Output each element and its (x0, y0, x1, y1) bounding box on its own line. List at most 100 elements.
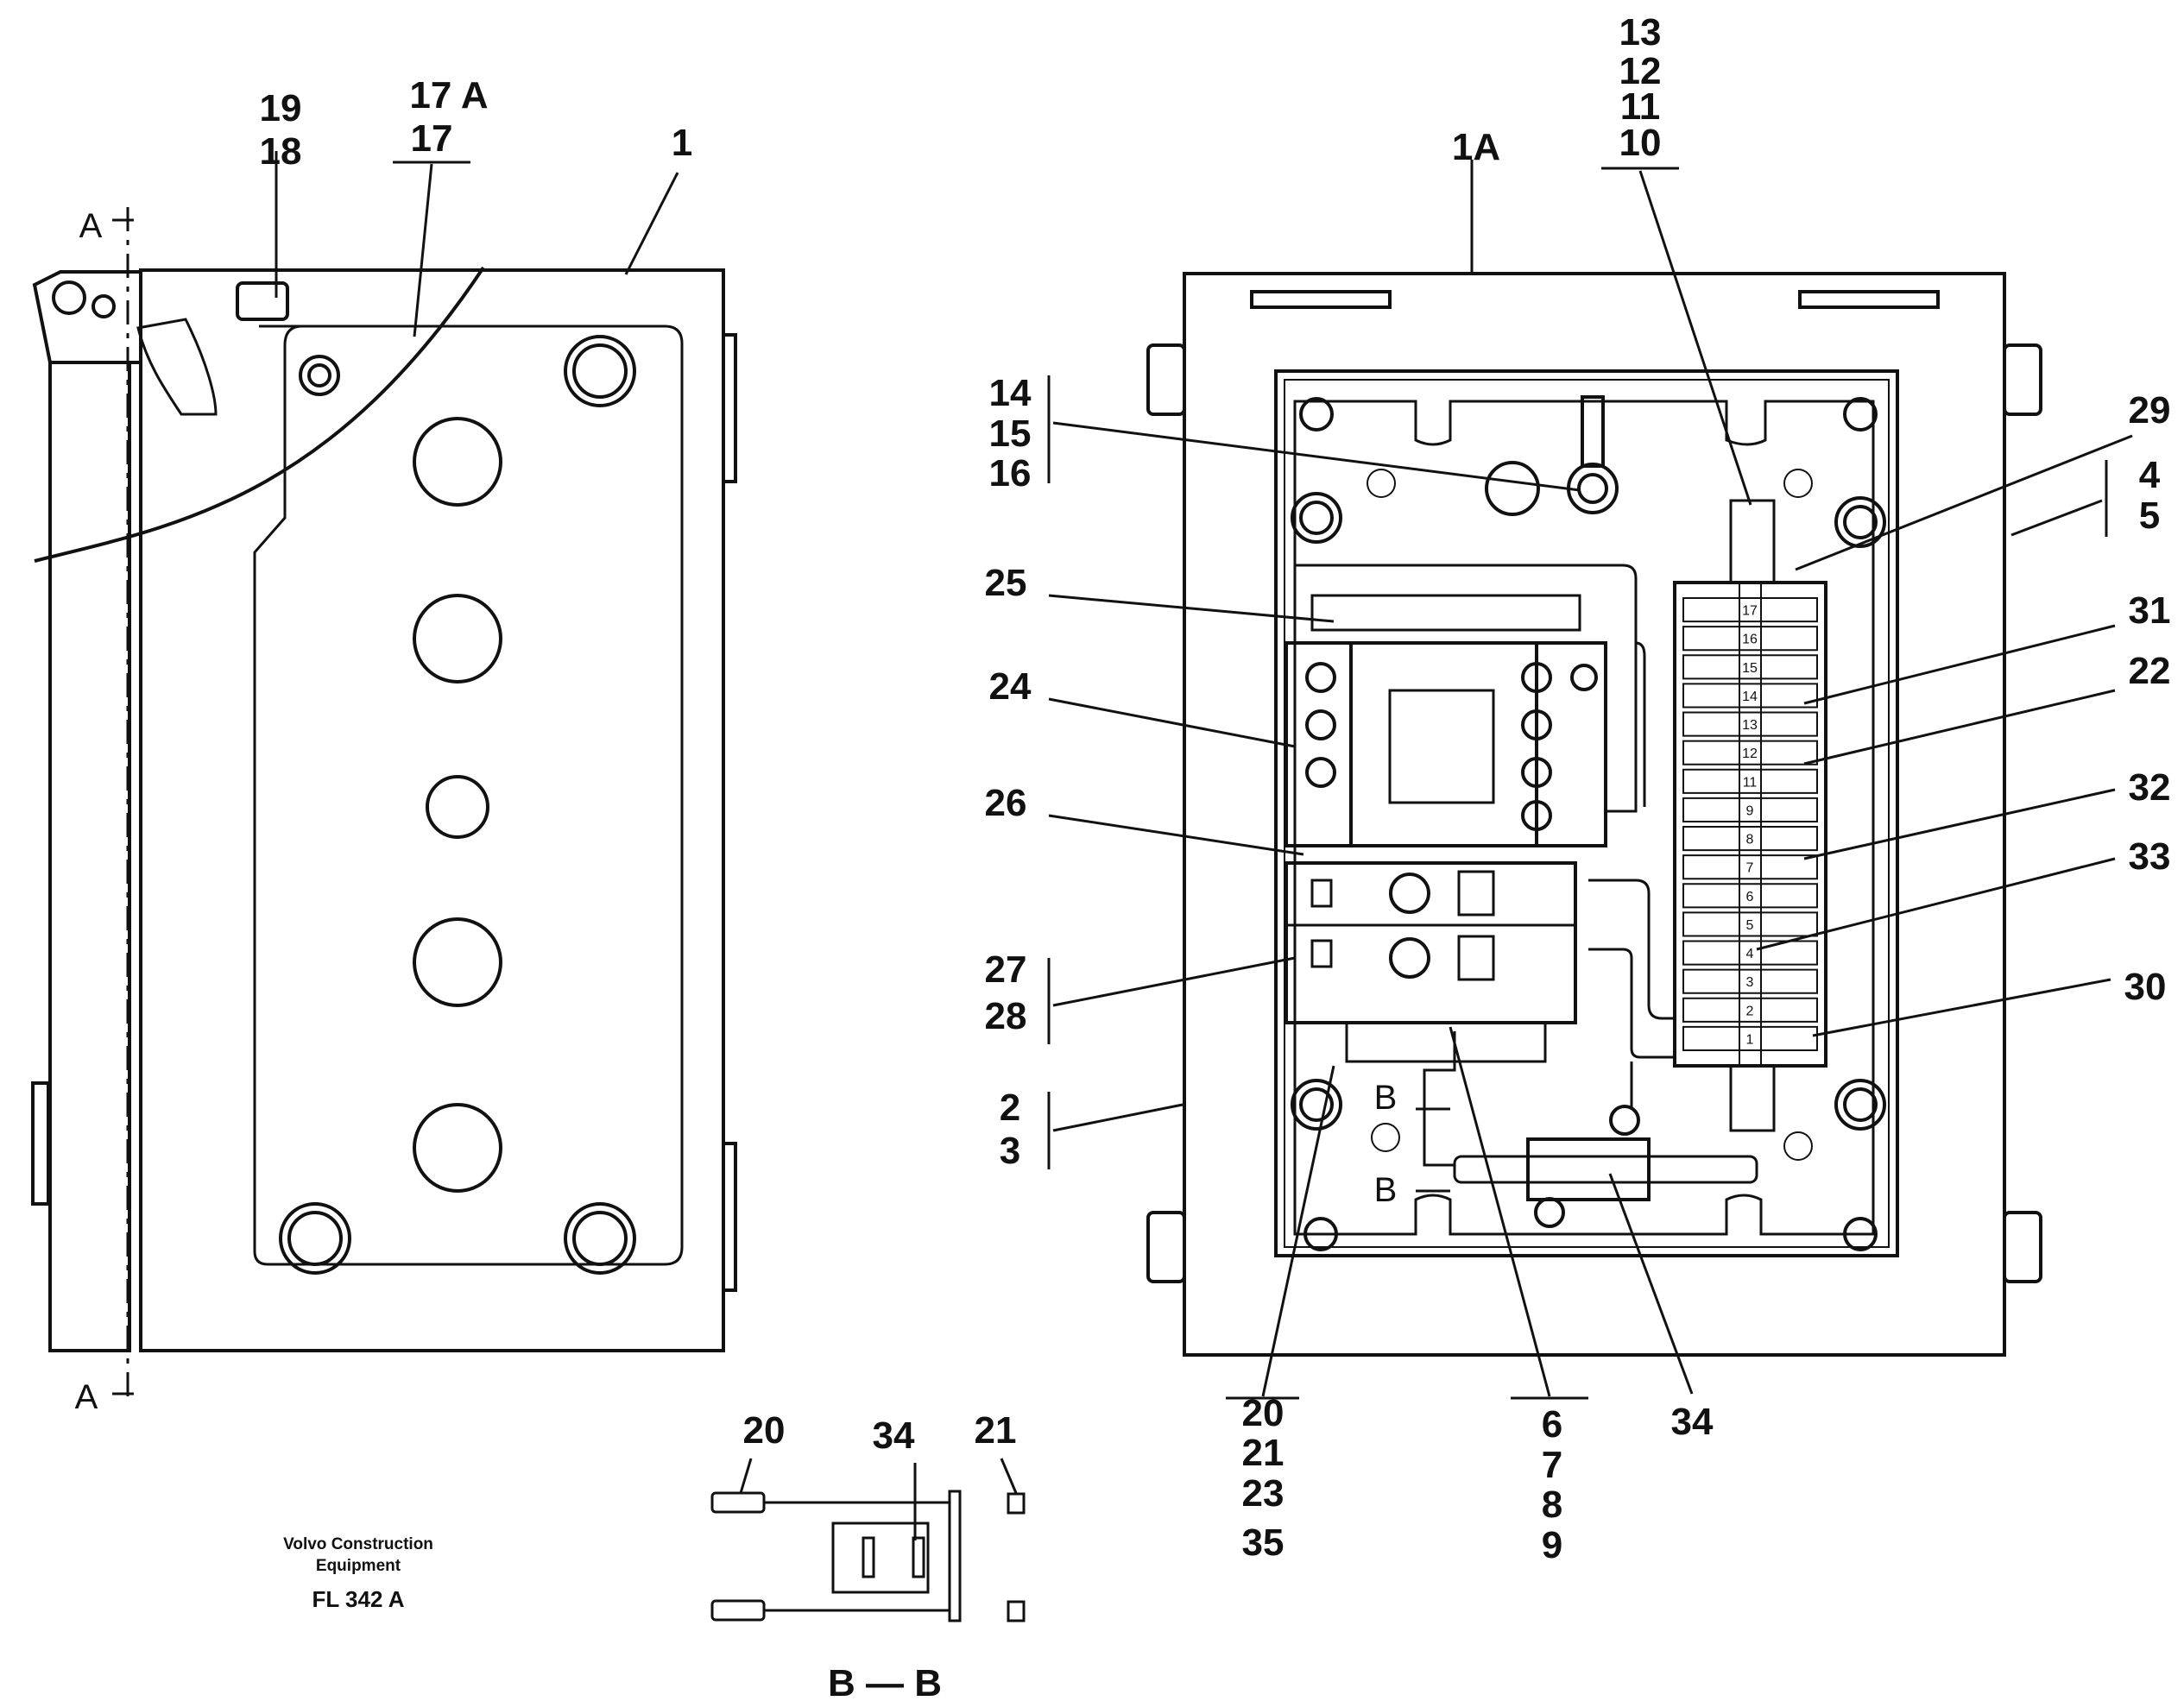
latch-bolt (236, 281, 289, 321)
breaker-switch (1457, 870, 1495, 917)
label-8: 8 (1542, 1484, 1562, 1526)
hole-inner (1843, 1087, 1878, 1122)
hole (1843, 397, 1878, 432)
hole-inner (1843, 505, 1878, 539)
hole-inner (572, 1211, 628, 1266)
hole (1303, 1217, 1338, 1251)
terminal-number: 3 (1746, 975, 1754, 990)
label-29: 29 (2129, 389, 2171, 432)
resistor-screw (1609, 1105, 1640, 1136)
hole (1843, 1217, 1878, 1251)
side-bolt (2003, 343, 2042, 416)
label-33: 33 (2129, 835, 2171, 878)
section-mark-a-bottom: A (75, 1378, 98, 1416)
terminal-end-top (1729, 499, 1776, 584)
earth-stud-inner (1577, 473, 1608, 504)
breaker-base (1345, 1021, 1547, 1063)
terminal-row (1682, 797, 1818, 822)
side-bolt (1146, 1211, 1186, 1283)
terminal-row (1682, 826, 1818, 852)
label-1: 1 (672, 122, 692, 164)
terminal-number: 15 (1742, 661, 1758, 676)
hole (1291, 1079, 1342, 1131)
nut (1007, 1492, 1026, 1515)
leader-27-28 (1052, 956, 1296, 1007)
breaker-indicator (1310, 879, 1333, 908)
terminal-row (1682, 968, 1818, 994)
section-label-20: 20 (743, 1409, 786, 1452)
mounting-plate (253, 324, 684, 1266)
terminal-number: 7 (1746, 861, 1754, 876)
label-12: 12 (1619, 50, 1662, 92)
label-14: 14 (989, 372, 1032, 414)
knockout (413, 417, 502, 507)
hole (279, 1202, 351, 1275)
leader-34 (1608, 1173, 1694, 1395)
label-5: 5 (2139, 495, 2160, 537)
hole (1834, 1079, 1886, 1131)
ground-symbol (1367, 469, 1396, 498)
wire (1423, 1031, 1456, 1167)
label-6: 6 (1542, 1403, 1562, 1446)
hole-inner (287, 1211, 343, 1266)
terminal-number: 12 (1742, 747, 1758, 761)
resistor-rod (1453, 1155, 1758, 1184)
screw-head (710, 1599, 766, 1622)
terminal-row (1682, 597, 1818, 623)
leader-22 (1803, 689, 2116, 765)
leader-30 (1812, 978, 2111, 1037)
leader-13-10 (1638, 170, 1752, 506)
terminal-row (1682, 883, 1818, 909)
terminal-number: 16 (1742, 633, 1758, 647)
section-mark-a-top: A (79, 207, 103, 245)
ground-symbol (1371, 1123, 1400, 1152)
label-15: 15 (989, 413, 1032, 455)
label-21: 21 (1242, 1432, 1285, 1474)
screw (1521, 757, 1552, 788)
door-latch (31, 1081, 50, 1206)
wire (1635, 641, 1646, 807)
cutaway-line (34, 266, 485, 563)
screw (1521, 800, 1552, 831)
terminal-number: 9 (1746, 803, 1754, 818)
breaker-block (1285, 861, 1577, 1024)
label-20: 20 (1242, 1392, 1285, 1434)
terminal-number: 6 (1746, 890, 1754, 904)
leader-2-3 (1052, 1103, 1184, 1132)
right-view (1047, 160, 2133, 1400)
hinge-pin (52, 280, 86, 315)
label-2: 2 (1000, 1087, 1020, 1129)
hinge-pin-2 (92, 294, 116, 318)
wire (1588, 948, 1675, 1059)
label-1a: 1A (1452, 126, 1500, 168)
label-23: 23 (1242, 1472, 1285, 1515)
section-title: B — B (828, 1662, 942, 1701)
label-22: 22 (2129, 650, 2171, 692)
ground-symbol (1783, 469, 1813, 498)
screw (1521, 662, 1552, 693)
leader-17 (413, 163, 433, 337)
leader-25 (1048, 594, 1335, 623)
leader-31 (1803, 624, 2116, 705)
rail (722, 1142, 737, 1292)
terminal-number: 17 (1742, 604, 1758, 619)
label-16: 16 (989, 452, 1032, 495)
knockout (426, 775, 489, 839)
terminal-row (1682, 654, 1818, 680)
terminal-row (1682, 940, 1818, 966)
section-mark-b-bottom: B (1374, 1171, 1398, 1209)
resistor-slot (912, 1536, 925, 1578)
earth-terminal (1485, 461, 1540, 516)
breaker-dial (1389, 873, 1430, 914)
terminal-row (1682, 626, 1818, 652)
screw (1305, 757, 1336, 788)
resistor-slot (862, 1536, 875, 1578)
terminal-row (1682, 740, 1818, 765)
wire (1588, 879, 1675, 1020)
leader-24 (1048, 697, 1296, 748)
terminal-row (1682, 1025, 1818, 1051)
label-3: 3 (1000, 1130, 1020, 1172)
leader-14-16 (1052, 421, 1581, 492)
